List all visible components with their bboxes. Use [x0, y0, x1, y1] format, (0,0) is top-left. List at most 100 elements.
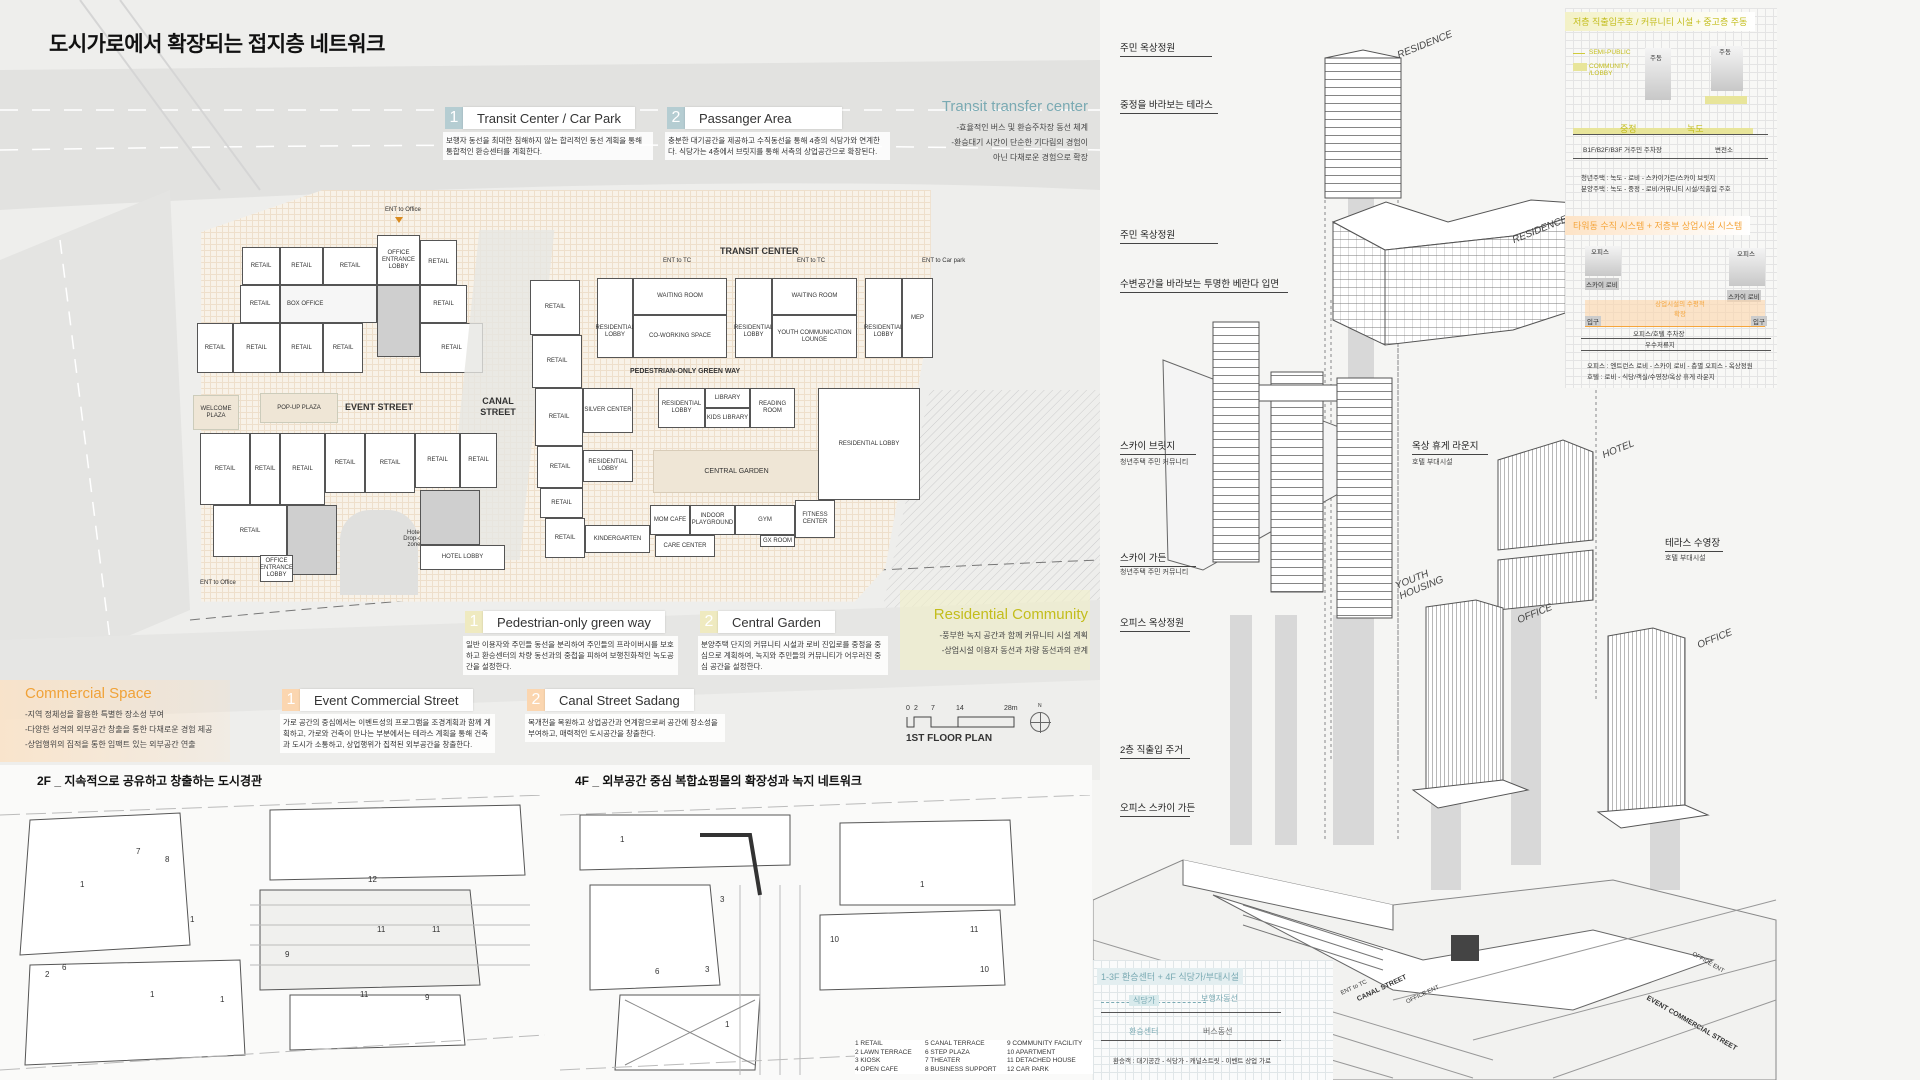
room-retail: RETAIL — [420, 285, 467, 323]
space-number: 2 — [45, 970, 50, 979]
space-number: 11 — [970, 925, 979, 934]
substation-label: 변전소 — [1715, 147, 1733, 154]
building-core — [420, 490, 480, 545]
room-retail: RETAIL — [325, 433, 365, 493]
panel-note: 분양주택 : 녹도 - 중정 - 로비/커뮤니티 시설/직출입 주호 — [1581, 186, 1731, 193]
bullet: -상업행위의 집적을 통한 임팩트 있는 외부공간 연출 — [25, 740, 196, 749]
space-number: 9 — [285, 950, 290, 959]
room-retail: RETAIL — [420, 240, 457, 285]
room-library: LIBRARY — [705, 388, 750, 408]
callout-label: 오피스 옥상정원 — [1120, 615, 1190, 632]
room-retail: RETAIL — [532, 335, 582, 388]
item-description: 분양주택 단지의 커뮤니티 시설과 로비 진입로를 중정을 중심으로 계획하여,… — [698, 636, 888, 675]
office-parking-label: 오피스/호텔 주차장 — [1633, 331, 1685, 338]
item-title: Event Commercial Street — [300, 689, 473, 711]
space-number: 3 — [720, 895, 725, 904]
commercial-item-1: 1 Event Commercial Street — [282, 689, 473, 711]
room-mep: MEP — [902, 278, 933, 358]
room-coworking: CO-WORKING SPACE — [633, 315, 727, 358]
room-office-lobby: OFFICE ENTRANCE LOBBY — [377, 235, 420, 285]
commercial-bullets: -지역 정체성을 활용한 특별한 장소성 부여 -다양한 성격의 외부공간 창출… — [25, 707, 213, 752]
room-youth-lounge: YOUTH COMMUNICATION LOUNGE — [772, 315, 857, 358]
transfer-diagram: 1-3F 환승센터 + 4F 식당가/부대시설 식당가 보행자동선 환승센터 버… — [1093, 960, 1333, 1080]
space-number: 11 — [377, 925, 386, 934]
room-mom-cafe: MOM CAFE — [650, 505, 690, 535]
item-number: 2 — [667, 107, 685, 129]
callout-label: 주민 옥상정원 — [1120, 40, 1212, 57]
bullet: 아닌 다채로운 경험으로 확장 — [993, 153, 1088, 162]
room-retail: RETAIL — [545, 518, 585, 558]
legend-item: 10 APARTMENT — [1007, 1048, 1056, 1056]
bullet: -상업시설 이용자 동선과 차량 동선과의 관계 — [941, 646, 1088, 655]
north-arrow-icon: N — [1030, 703, 1051, 733]
room-kindergarten: KINDERGARTEN — [585, 525, 650, 553]
hotel-dropoff-label: Hotel Drop-off zone — [403, 530, 425, 548]
bullet: -효율적인 버스 및 환승주차장 동선 체계 — [956, 123, 1088, 132]
room-silver-center: SILVER CENTER — [583, 388, 633, 433]
item-number: 1 — [282, 689, 300, 711]
legend-item: 6 STEP PLAZA — [925, 1048, 970, 1056]
room-waiting: WAITING ROOM — [633, 278, 727, 315]
transfer-center-label: 환승센터 — [1129, 1027, 1159, 1036]
right-diagram-panel: 저층 직출입주호 / 커뮤니티 시설 + 중고층 주동 SEMI-PUBLIC … — [1565, 8, 1777, 388]
callout-sublabel: 호텔 부대시설 — [1665, 555, 1706, 562]
residential-tint — [900, 590, 1090, 670]
transfer-caption: 환승객 : 대기공간 - 식당가 - 캐널스트릿 - 이벤트 상업 가로 — [1113, 1058, 1271, 1065]
scale-tick: 7 — [931, 705, 935, 712]
legend-item: 8 BUSINESS SUPPORT — [925, 1065, 997, 1073]
entrance-label: ENT to Car park — [922, 258, 966, 264]
item-description: 가로 공간의 중심에서는 이벤트성의 프로그램을 조경계획과 함께 계획하고, … — [280, 714, 495, 753]
bus-flow-label: 버스동선 — [1203, 1027, 1233, 1036]
transfer-diagram-title: 1-3F 환승센터 + 4F 식당가/부대시설 — [1097, 968, 1243, 985]
callout-label: 2층 직출입 주거 — [1120, 742, 1190, 759]
tower-label: 주동 — [1650, 55, 1662, 62]
bullet: -다양한 성격의 외부공간 창출을 통한 다채로운 경험 제공 — [25, 725, 213, 734]
item-title: Passanger Area — [685, 107, 842, 129]
entrance-arrow-icon — [395, 217, 403, 223]
commercial-tint — [0, 680, 230, 762]
room-waiting: WAITING ROOM — [772, 278, 857, 315]
item-number: 2 — [527, 689, 545, 711]
room-care-center: CARE CENTER — [655, 535, 715, 557]
scale-tick: 28m — [1004, 705, 1018, 712]
bullet: -지역 정체성을 활용한 특별한 장소성 부여 — [25, 710, 164, 719]
panel-header: 타워동 수직 시스템 + 저층부 상업시설 시스템 — [1565, 216, 1751, 235]
room-gx: GX ROOM — [760, 535, 795, 547]
legend-community: COMMUNITY /LOBBY — [1589, 63, 1629, 77]
floor4-numbers: 1 3 1 6 3 10 11 10 1 — [570, 795, 1090, 1080]
office-label: 오피스 — [1737, 251, 1755, 258]
entrance-label: 입구 — [1751, 316, 1767, 326]
room-residential-lobby: RESIDENTIAL LOBBY — [658, 388, 705, 428]
callout-label: 오피스 스카이 가든 — [1120, 800, 1195, 817]
room-retail: RETAIL — [460, 433, 497, 488]
residential-bullets: -풍부한 녹지 공간과 함께 커뮤니티 시설 계획 -상업시설 이용자 동선과 … — [890, 628, 1088, 658]
room-retail: RETAIL — [323, 247, 377, 285]
hotel-dropoff-road — [340, 510, 418, 595]
legend-item: 2 LAWN TERRACE — [855, 1048, 912, 1056]
space-number: 3 — [705, 965, 710, 974]
room-residential-lobby: RESIDENTIAL LOBBY — [583, 450, 633, 482]
upper-floor-plans — [0, 795, 1091, 1075]
room-retail: RETAIL — [280, 247, 323, 285]
callout-label: 스카이 가든 — [1120, 550, 1196, 567]
legend-item: 5 CANAL TERRACE — [925, 1040, 985, 1047]
callout-sublabel: 청년주택 주민 커뮤니티 — [1120, 459, 1189, 466]
item-title: Central Garden — [718, 611, 835, 633]
entrance-label: ENT to Office — [385, 207, 421, 213]
room-retail: RETAIL — [415, 433, 460, 488]
item-title: Canal Street Sadang — [545, 689, 694, 711]
north-label: N — [1038, 703, 1042, 709]
scale-tick: 0 — [906, 705, 910, 712]
event-street-label: EVENT STREET — [345, 402, 414, 412]
space-number: 12 — [368, 875, 377, 884]
legend-item: 1 RETAIL — [855, 1040, 883, 1047]
legend-semi-public: SEMI-PUBLIC — [1589, 49, 1631, 56]
room-retail: RETAIL — [250, 433, 280, 505]
axonometric-drawing — [1093, 49, 1777, 1080]
callout-label: 중정을 바라보는 테라스 — [1120, 97, 1218, 114]
space-number: 1 — [150, 990, 155, 999]
space-number: 1 — [725, 1020, 730, 1029]
callout-label: 수변공간을 바라보는 투명한 베란다 입면 — [1120, 276, 1288, 293]
room-gym: GYM — [735, 505, 795, 535]
room-office-lobby: OFFICE ENTRANCE LOBBY — [260, 555, 293, 582]
